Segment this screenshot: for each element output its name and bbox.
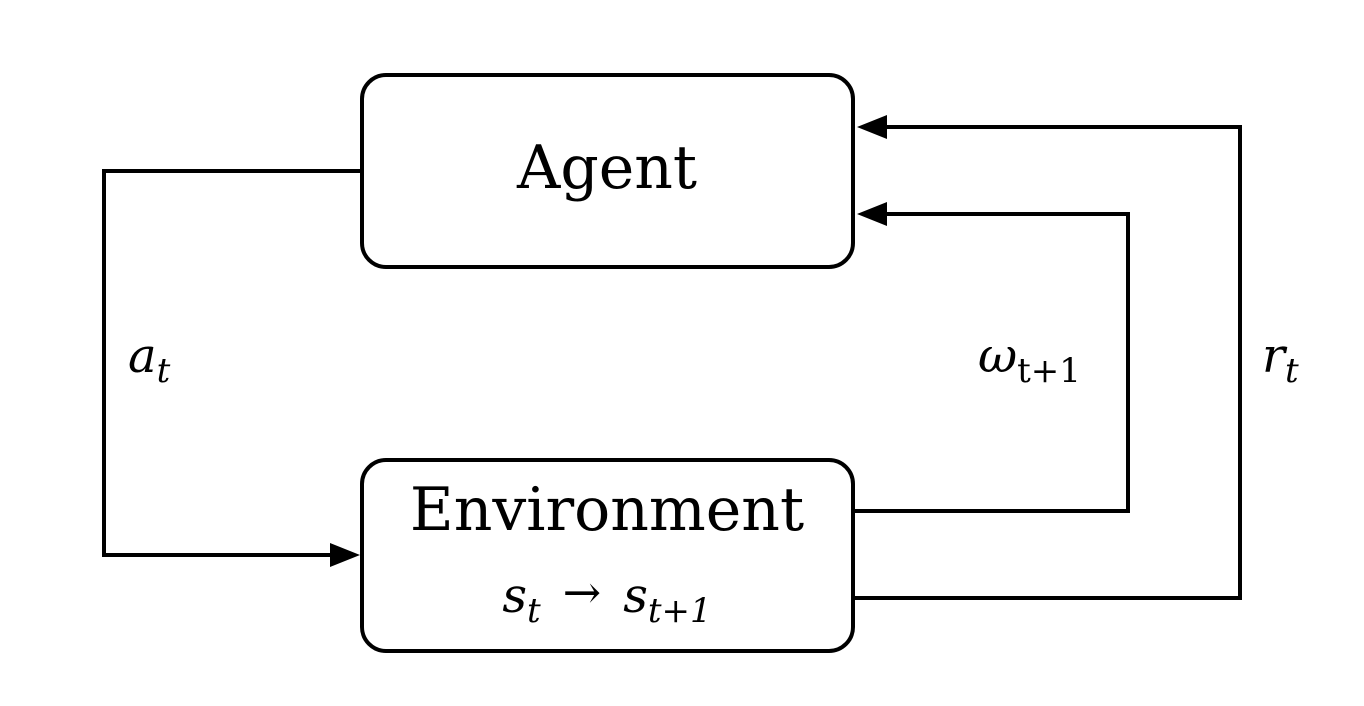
observation-connector	[853, 212, 1130, 513]
observation-arrowhead	[857, 202, 887, 226]
environment-node: Environment st→st+1	[360, 458, 855, 653]
action-connector	[102, 169, 362, 557]
state-current-subscript: t	[527, 591, 541, 631]
reward-connector	[853, 125, 1242, 600]
environment-label: Environment	[410, 475, 804, 545]
action-label: at	[128, 328, 171, 391]
reward-edge: rt	[853, 115, 1299, 600]
state-next-subscript: t+1	[648, 591, 712, 631]
state-current: s	[502, 568, 527, 624]
observation-label: ωt+1	[978, 328, 1081, 391]
environment-box	[360, 458, 855, 653]
agent-label: Agent	[516, 133, 697, 203]
reward-arrowhead	[857, 115, 887, 139]
state-next: s	[623, 568, 648, 624]
action-edge: at	[102, 169, 362, 567]
transition-arrow: →	[563, 565, 602, 619]
observation-edge: ωt+1	[853, 202, 1130, 513]
reward-label: rt	[1262, 328, 1299, 391]
agent-node: Agent	[360, 73, 855, 269]
action-arrowhead	[330, 543, 360, 567]
state-transition: st→st+1	[502, 565, 711, 631]
